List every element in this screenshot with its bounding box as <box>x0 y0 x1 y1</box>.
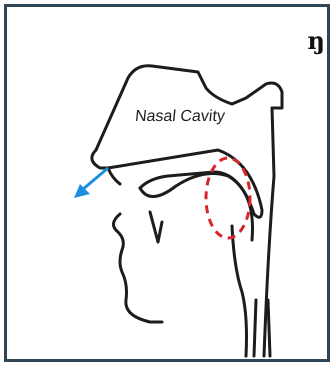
phoneme-symbol: ŋ <box>308 26 325 55</box>
lower-lip <box>113 214 123 250</box>
velar-contact-marker <box>206 158 250 238</box>
larynx-inner-2 <box>268 300 270 356</box>
jaw-outline <box>120 250 162 322</box>
nose-outline <box>92 150 108 168</box>
tongue-outline <box>140 174 253 240</box>
pharynx-front <box>232 226 247 356</box>
upper-lip <box>108 168 120 184</box>
larynx-inner <box>254 300 256 356</box>
nasal-cavity-label: Nasal Cavity <box>134 108 226 126</box>
airflow-arrow <box>74 168 108 198</box>
lower-teeth <box>150 212 162 242</box>
